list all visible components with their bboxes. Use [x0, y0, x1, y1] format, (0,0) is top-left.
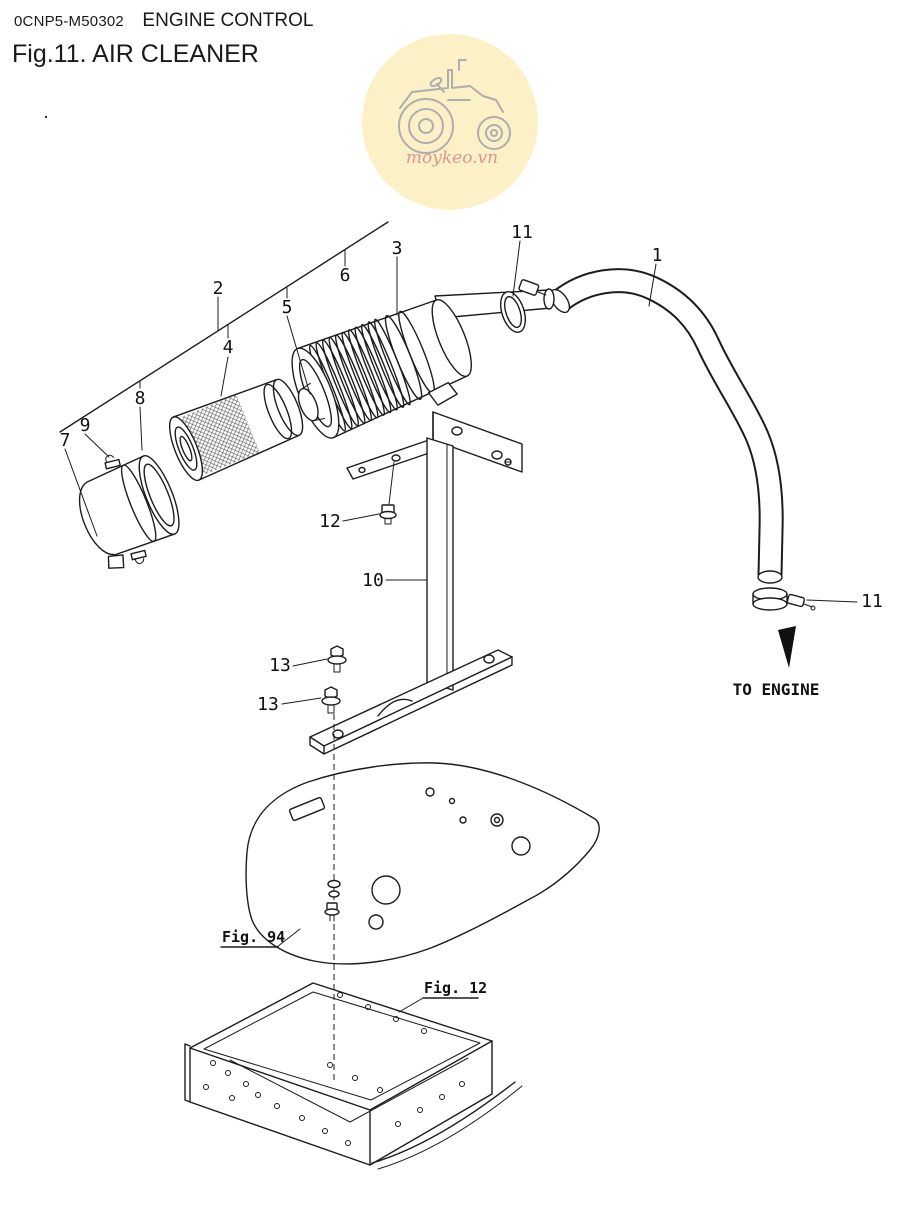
tractor-icon [398, 59, 511, 154]
callout-6: 6 [340, 265, 351, 286]
cover-clip-bottom [130, 549, 147, 565]
leader-lines [59, 221, 858, 1013]
watermark: moykeo.vn [362, 34, 538, 210]
hose-clamp-upper [499, 279, 547, 333]
callout-8: 8 [135, 388, 146, 409]
callout-3: 3 [392, 238, 403, 259]
washer-stack [324, 879, 341, 922]
flange-bolt-13-lower [321, 686, 341, 714]
callout-11-upper: 11 [511, 222, 533, 243]
fig94-label: Fig. 94 [222, 928, 285, 946]
dust-valve [107, 554, 125, 569]
figure-title: Fig.11. AIR CLEANER [12, 40, 259, 68]
floor-plate [245, 762, 600, 965]
stand-bracket [432, 411, 523, 473]
mount-plate [346, 439, 436, 505]
callout-4: 4 [223, 337, 234, 358]
watermark-label: moykeo.vn [406, 148, 498, 168]
support-frame [184, 982, 523, 1170]
fig94-reference: Fig. 94 [220, 928, 285, 948]
fig12-label: Fig. 12 [424, 979, 487, 997]
callout-1: 1 [652, 245, 663, 266]
air-cleaner-body [291, 299, 472, 439]
callout-2: 2 [213, 278, 224, 299]
stand-base [309, 649, 513, 755]
stand-post [426, 437, 454, 691]
callout-7: 7 [60, 430, 71, 451]
frame-holes [203, 992, 465, 1146]
hose-clamp-lower [752, 587, 816, 611]
callout-13-lower: 13 [257, 694, 279, 715]
section-title: ENGINE CONTROL [142, 10, 314, 31]
inner-pipe [297, 382, 326, 422]
callout-9: 9 [80, 415, 91, 436]
document-code: 0CNP5-M50302 [14, 13, 124, 30]
fig12-reference: Fig. 12 [422, 979, 487, 999]
period-mark [44, 115, 48, 119]
callout-5: 5 [282, 297, 293, 318]
to-engine-label: TO ENGINE [733, 680, 820, 699]
flange-bolt-13-upper [327, 645, 347, 673]
dust-cover [78, 454, 180, 569]
page-header: 0CNP5-M50302 ENGINE CONTROL [14, 10, 313, 32]
watermark-circle [362, 34, 538, 210]
callout-10: 10 [362, 570, 384, 591]
callout-13-upper: 13 [269, 655, 291, 676]
cover-clip-top [104, 454, 121, 470]
to-engine-arrow [778, 626, 796, 668]
filter-element [168, 378, 304, 482]
callout-11-lower: 11 [861, 591, 883, 612]
flange-bolt-12 [379, 504, 397, 525]
intake-hose [549, 268, 784, 584]
gather-line [59, 221, 389, 433]
callout-12: 12 [319, 511, 341, 532]
